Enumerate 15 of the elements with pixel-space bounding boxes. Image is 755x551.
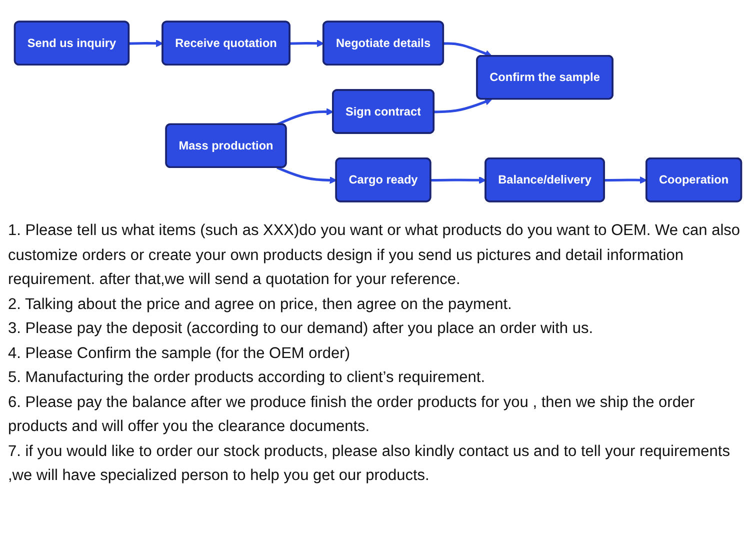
arrow xyxy=(289,40,324,48)
instruction-paragraph: 4. Please Confirm the sample (for the OEM order) xyxy=(8,344,351,364)
arrow xyxy=(276,108,334,126)
instruction-paragraph: 1. Please tell us what items (such as XXX)do you want or what products do you want to OEM. We can also customize orders or create your own products design if you send us pictures and detail information requirement. after that,we will send a quotation for your reference. xyxy=(8,221,742,290)
arrow xyxy=(128,40,163,48)
instruction-paragraph: 7. if you would like to order our stock products, please also kindly contact us and to tell your requirements ,we will have specialized person to help you get our products. xyxy=(8,442,731,486)
instruction-paragraph: 3. Please pay the deposit (according to our demand) after you place an order with us. xyxy=(8,319,594,339)
arrow xyxy=(604,176,647,184)
instruction-paragraph: 2. Talking about the price and agree on price, then agree on the payment. xyxy=(8,294,513,314)
instruction-paragraph: 6. Please pay the balance after we produce finish the order products for you , then we ship the order products and will offer you the clearance documents. xyxy=(8,392,696,437)
arrow xyxy=(434,98,492,114)
arrow xyxy=(276,166,336,184)
arrow xyxy=(443,42,492,58)
arrow xyxy=(430,176,486,184)
instruction-paragraph: 5. Manufacturing the order products according to client’s requirement. xyxy=(8,368,486,388)
